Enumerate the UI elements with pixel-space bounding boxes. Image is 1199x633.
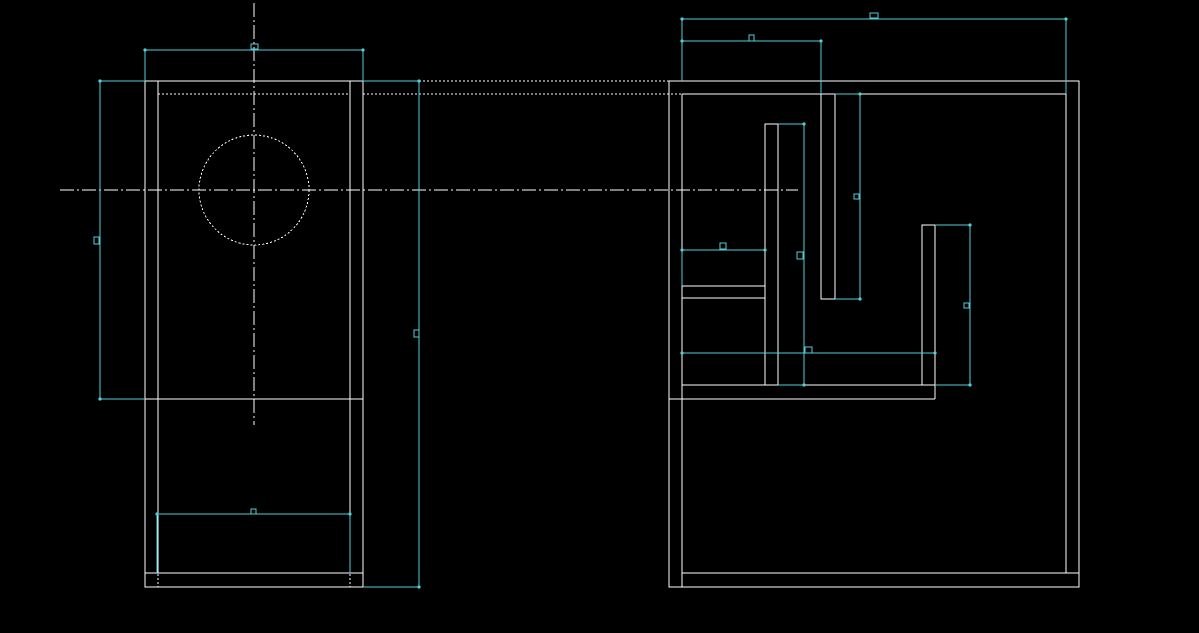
node xyxy=(680,17,684,21)
dimension-text-grips xyxy=(93,12,970,515)
node xyxy=(361,48,365,52)
dim-left-slot-width[interactable] xyxy=(156,513,351,573)
dim-right-panel-a-height[interactable] xyxy=(778,123,805,386)
node xyxy=(858,92,862,96)
dim-right-panel-b-height[interactable] xyxy=(835,93,861,300)
u-channel-upright[interactable] xyxy=(921,224,936,386)
vertical-panel-a[interactable] xyxy=(764,123,779,386)
grip-right-overall-width[interactable] xyxy=(869,12,879,19)
node xyxy=(933,351,937,355)
node xyxy=(417,79,421,83)
dim-left-total-height[interactable] xyxy=(363,80,420,588)
dim-left-height[interactable] xyxy=(99,80,145,400)
left-view-hidden-lines xyxy=(157,80,682,587)
node xyxy=(417,585,421,589)
right-outer-frame[interactable] xyxy=(668,80,1080,588)
dim-right-panel-offset[interactable] xyxy=(681,40,822,94)
dim-right-overall-width[interactable] xyxy=(681,18,1067,94)
node xyxy=(98,397,102,401)
node xyxy=(802,383,806,387)
node xyxy=(680,39,684,43)
grip-right-panel-a-height[interactable] xyxy=(796,251,804,260)
dimension-lines xyxy=(99,18,1067,588)
grip-left-slot-width[interactable] xyxy=(250,508,257,515)
dimension-nodes xyxy=(98,17,1068,589)
center-lines xyxy=(60,3,798,425)
node xyxy=(98,79,102,83)
node xyxy=(680,351,684,355)
dim-left-top-width[interactable] xyxy=(144,49,364,81)
grip-right-channel-width[interactable] xyxy=(804,346,813,354)
node xyxy=(968,223,972,227)
node xyxy=(155,512,159,516)
node xyxy=(968,383,972,387)
node xyxy=(802,122,806,126)
grip-right-shelf-width[interactable] xyxy=(719,242,727,250)
grip-right-panel-offset[interactable] xyxy=(748,34,755,42)
grip-left-top-width[interactable] xyxy=(250,43,259,50)
vertical-panel-b[interactable] xyxy=(820,93,836,300)
dim-right-channel-height[interactable] xyxy=(935,224,971,386)
dim-right-shelf-width[interactable] xyxy=(681,249,765,286)
node xyxy=(680,248,684,252)
grip-right-panel-b-height[interactable] xyxy=(853,193,860,200)
node xyxy=(1064,17,1068,21)
grip-left-total-height[interactable] xyxy=(413,329,420,338)
node xyxy=(819,39,823,43)
node xyxy=(348,512,352,516)
grip-right-channel-height[interactable] xyxy=(963,302,970,309)
node xyxy=(858,297,862,301)
node xyxy=(763,248,767,252)
right-view xyxy=(668,80,1080,588)
grip-left-height[interactable] xyxy=(93,236,100,245)
node xyxy=(143,48,147,52)
